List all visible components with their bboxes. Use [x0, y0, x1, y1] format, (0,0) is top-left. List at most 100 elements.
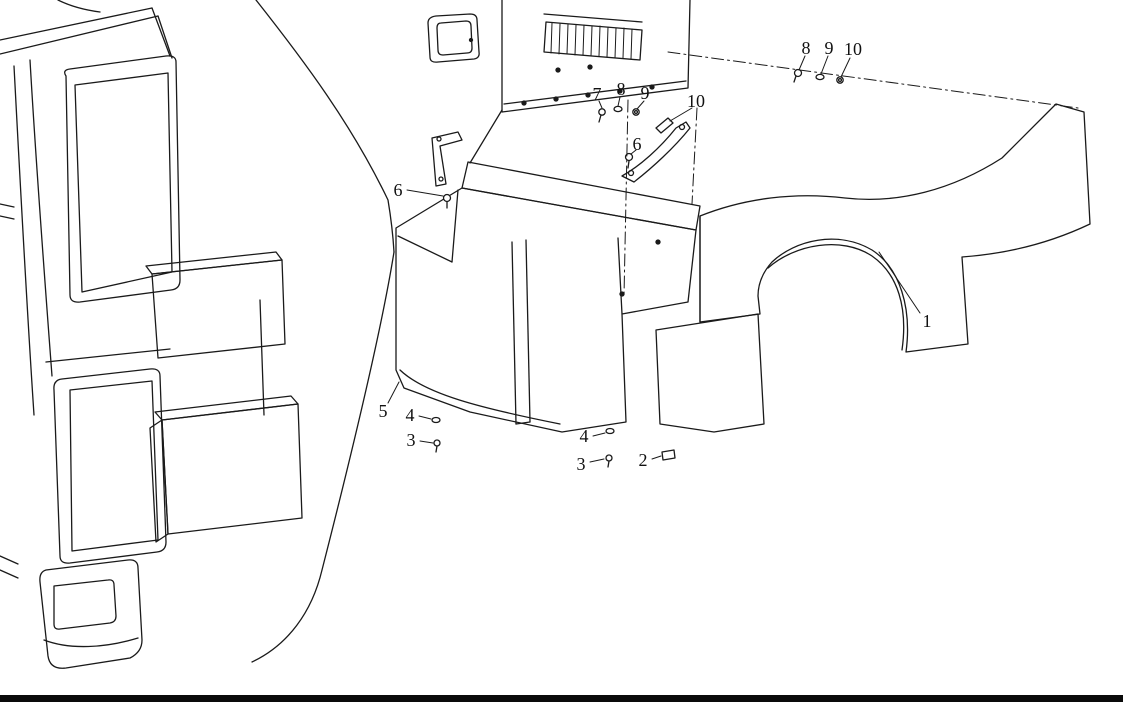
panel-bolt-7: [587, 64, 593, 70]
bumper-outer: [39, 559, 143, 669]
washer-9-top: [815, 73, 825, 81]
left-edge-mark-3: [0, 555, 19, 565]
callout-1: 1: [922, 311, 932, 331]
screw-8-top: [793, 68, 803, 78]
lower-step-top: [154, 395, 299, 421]
callout-7: 7: [592, 84, 602, 104]
construction-lines: [623, 51, 1079, 297]
rear-panel-top-line: [543, 13, 643, 23]
upper-bracket-strip: [621, 121, 691, 183]
callout-10-mid: 10: [687, 91, 705, 111]
panel-bolt-2: [553, 96, 559, 102]
callout-8-mid: 8: [616, 79, 626, 99]
bolt-6-upper-stem: [627, 160, 630, 169]
mounting-brackets: [431, 121, 691, 187]
screw-7-mid-stem: [598, 114, 602, 123]
panel-bolt-3: [585, 92, 591, 98]
rear-panel-bottom-line: [503, 80, 687, 105]
fender-part-1: [655, 103, 1091, 433]
splash-guard-part-5: [395, 109, 701, 433]
splash-guard-dot-2: [619, 291, 625, 297]
door-front-edge: [29, 59, 53, 377]
callout-3-right: 3: [576, 454, 586, 474]
clip-2: [661, 449, 676, 461]
callout-2: 2: [638, 450, 648, 470]
callout-9-mid: 9: [640, 83, 650, 103]
step-support-line: [259, 299, 265, 416]
leader-1: [878, 251, 921, 314]
splash-guard-crease-vertical: [451, 189, 459, 263]
leader-4-right: [592, 432, 606, 437]
upper-step-top: [145, 251, 283, 275]
fender-lower-box: [655, 313, 765, 433]
upper-bracket-hole-2: [678, 123, 686, 131]
fender-outline: [699, 103, 1091, 353]
cab-rear-quarter-line: [255, 0, 395, 253]
screw-7-mid: [598, 108, 606, 116]
windshield-pillar-edge: [13, 65, 35, 416]
splash-guard-slot-right: [525, 239, 531, 423]
splash-guard-slot-left: [511, 241, 517, 425]
bumper-inner-recess: [53, 579, 117, 630]
cab-body: [0, 0, 395, 663]
roof-corner-line-1: [151, 7, 171, 57]
clip-10-mid: [655, 117, 674, 134]
callout-4-left: 4: [405, 405, 415, 425]
door-window-outer: [64, 55, 181, 303]
leader-8-top: [798, 55, 806, 71]
door-window-inner: [74, 72, 173, 293]
panel-bolt-6: [555, 67, 561, 73]
leader-9-top: [820, 55, 829, 75]
leader-2: [651, 455, 662, 460]
callout-6-left: 6: [393, 180, 403, 200]
hatch-dot: [468, 37, 474, 43]
upper-step-front: [151, 259, 286, 359]
leader-8-mid: [617, 96, 621, 107]
left-edge-mark-1: [0, 203, 15, 208]
leader-9-mid: [636, 100, 645, 110]
left-edge-mark-2: [0, 215, 15, 220]
screw-3-left: [433, 439, 441, 447]
left-bracket-hole-2: [438, 176, 444, 182]
leader-6-left: [406, 189, 444, 197]
leader-5: [387, 381, 400, 404]
bolt-6-left: [442, 193, 452, 203]
screw-3-right-stem: [607, 460, 610, 468]
splash-guard-bottom-lip: [399, 369, 561, 425]
washer-4-left: [431, 416, 441, 424]
upper-bracket-hole-1: [627, 169, 635, 177]
cab-rear-panel: [501, 0, 691, 113]
leader-10-top: [840, 57, 851, 78]
leader-6-upper: [630, 149, 637, 155]
tread-plate-outline: [543, 21, 643, 61]
lower-step-side: [149, 419, 169, 543]
callout-3-left: 3: [406, 430, 416, 450]
washer-4-right: [605, 427, 615, 435]
fender-wheel-arch-inner: [767, 244, 905, 351]
hatch-outer: [427, 13, 480, 63]
centerline-vertical-left: [623, 99, 629, 297]
splash-guard-fold-right: [617, 237, 623, 315]
callout-4-right: 4: [579, 426, 589, 446]
callout-10-top: 10: [844, 39, 862, 59]
centerline-top: [667, 51, 1079, 109]
splash-guard-dot-1: [655, 239, 661, 245]
lower-step-front: [161, 403, 303, 535]
entry-steps: [145, 251, 303, 543]
splash-guard-slot-bottom: [515, 421, 531, 425]
roof-corner-line-2: [157, 15, 173, 59]
centerline-vertical-right: [691, 107, 698, 205]
splash-guard-main-face: [395, 187, 697, 433]
splash-guard-crease-left: [397, 235, 453, 263]
lower-door-panel-inner: [69, 380, 159, 552]
left-bracket-strip: [431, 131, 463, 187]
screw-3-left-stem: [435, 445, 438, 453]
front-bumper: [39, 559, 143, 669]
fasteners: [431, 68, 844, 468]
nut-10-top-inner: [837, 77, 843, 83]
leader-7: [598, 100, 603, 109]
access-hatch: [427, 13, 480, 63]
callout-9-top: 9: [824, 38, 834, 58]
